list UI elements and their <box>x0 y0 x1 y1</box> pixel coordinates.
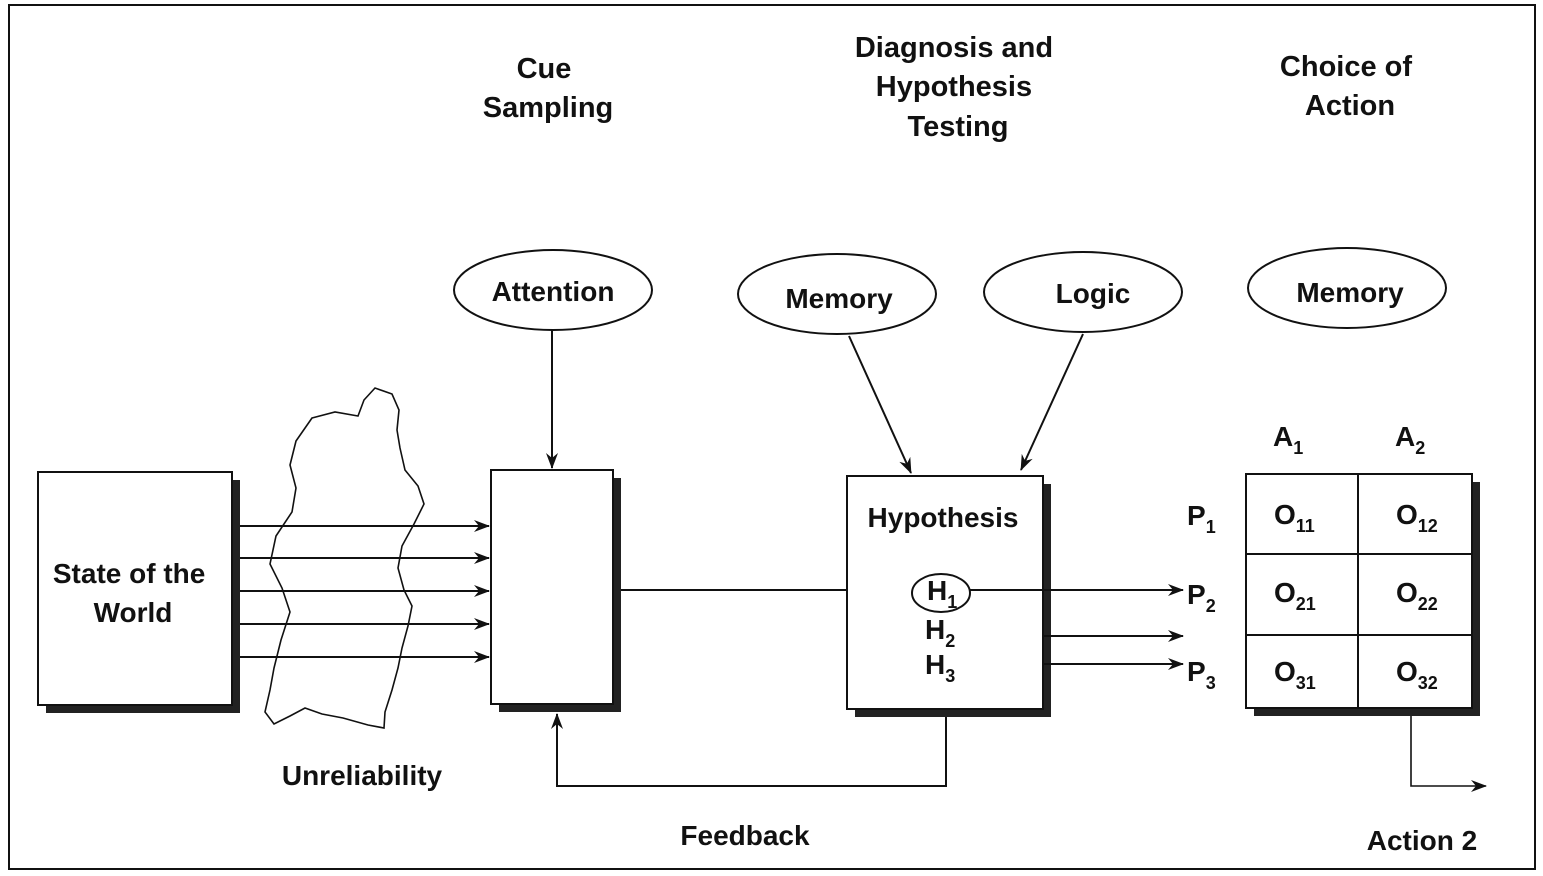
cue-arrows <box>240 520 490 663</box>
logic-label: Logic <box>1056 278 1131 309</box>
unreliability-label: Unreliability <box>282 760 443 791</box>
outcome-o31: O31 <box>1274 656 1316 693</box>
logic-to-hypothesis-arrow <box>1020 333 1084 471</box>
header-diagnosis: Diagnosis and Hypothesis Testing <box>855 32 1061 143</box>
cue-sampling-box <box>490 469 621 712</box>
outcome-o22: O22 <box>1396 577 1438 614</box>
h1-circle <box>911 573 971 613</box>
hypothesis-h3: H3 <box>925 649 955 686</box>
logic-oval: Logic <box>983 251 1183 333</box>
hypothesis-h1: H1 <box>927 575 957 612</box>
hypothesis-box: Hypothesis H1 H2 H3 <box>846 475 1051 717</box>
state-of-world-box: State of the World <box>37 471 240 713</box>
probability-p3: P3 <box>1187 656 1216 693</box>
outcome-o21: O21 <box>1274 577 1316 614</box>
memory-choice-oval: Memory <box>1247 247 1447 329</box>
memory-diagnosis-oval: Memory <box>737 253 937 335</box>
action-a1: A1 <box>1273 421 1303 458</box>
outcome-o11: O11 <box>1274 499 1315 536</box>
outcome-o32: O32 <box>1396 656 1438 693</box>
diagram-frame <box>8 4 1536 870</box>
outcome-matrix: O11 O12 O21 O22 O31 O32 <box>1245 473 1480 716</box>
action2-label: Action 2 <box>1367 825 1477 856</box>
memory-diagnosis-label: Memory <box>785 283 893 314</box>
state-of-world-label: State of the World <box>53 558 213 628</box>
hypothesis-title: Hypothesis <box>868 502 1019 533</box>
probability-p2: P2 <box>1187 579 1216 616</box>
header-cue-sampling: Cue Sampling <box>483 53 614 124</box>
action2-output-arrow <box>1410 716 1487 792</box>
probability-p1: P1 <box>1187 500 1216 537</box>
feedback-label: Feedback <box>680 820 810 851</box>
outcome-o12: O12 <box>1396 499 1438 536</box>
feedback-loop-arrow <box>551 713 947 787</box>
memory-to-hypothesis-arrow <box>848 335 912 474</box>
action-a2: A2 <box>1395 421 1425 458</box>
hypothesis-h2: H2 <box>925 614 955 651</box>
attention-label: Attention <box>492 276 615 307</box>
memory-choice-label: Memory <box>1296 277 1404 308</box>
header-choice-of-action: Choice of Action <box>1280 51 1420 122</box>
attention-oval: Attention <box>453 249 653 331</box>
